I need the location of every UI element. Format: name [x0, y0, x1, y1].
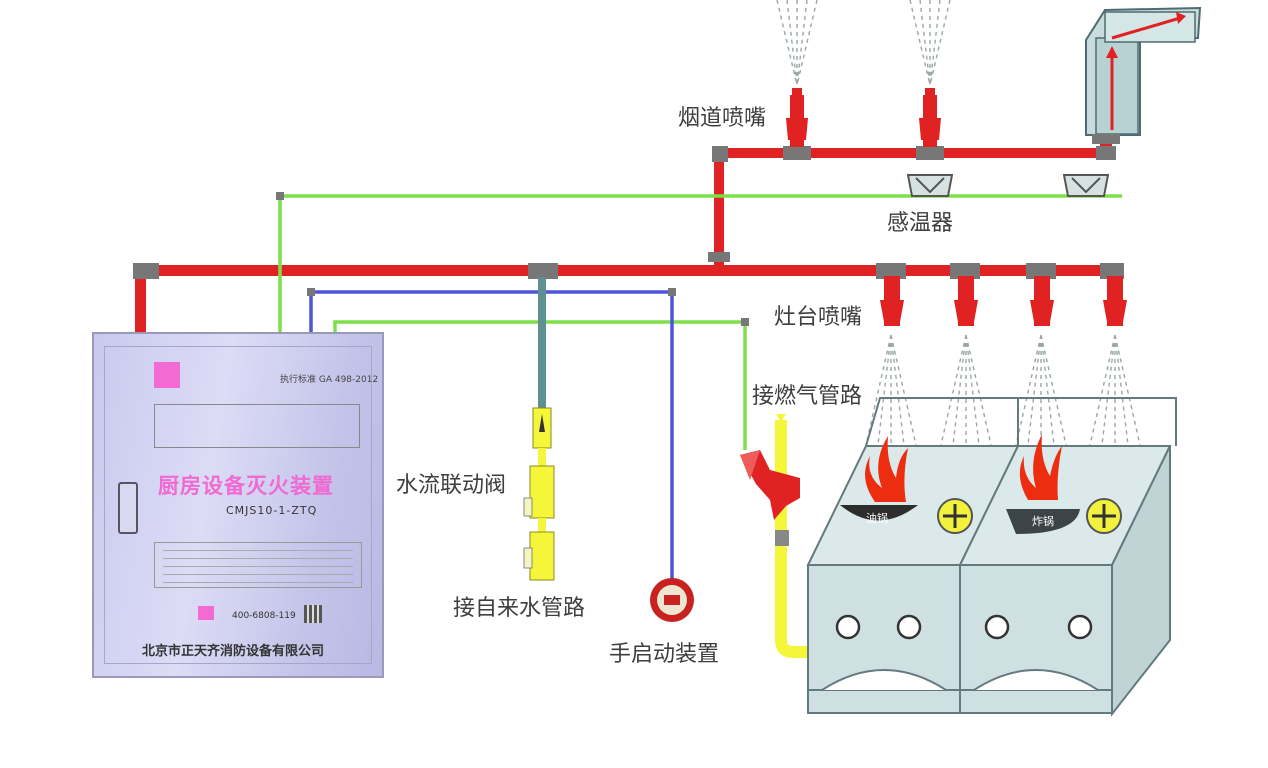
water-pipe: [523, 277, 555, 581]
label-water-valve: 水流联动阀: [396, 473, 507, 498]
flue-nozzles: [786, 88, 941, 147]
label-stove-nozzle: 灶台喷嘴: [774, 305, 863, 330]
cabinet-notes: [154, 542, 362, 588]
exhaust-duct: [1085, 6, 1202, 136]
temperature-sensors: [906, 174, 1110, 197]
qr-code-icon: [304, 605, 322, 623]
label-flue-nozzle: 烟道喷嘴: [678, 106, 767, 131]
sensor-line: [278, 194, 1122, 450]
cabinet-indicator-panel: [154, 404, 360, 448]
control-cabinet: 执行标准 GA 498-2012 厨房设备灭火装置 CMJS10-1-ZTQ 4…: [92, 332, 384, 678]
manual-control-line: [309, 290, 674, 585]
stove-spray-cones: [865, 334, 1141, 446]
cabinet-standard: 执行标准 GA 498-2012: [280, 375, 379, 385]
label-manual-start: 手启动装置: [609, 642, 720, 667]
gas-pipe: [740, 414, 808, 658]
sensor-line-joint: [276, 192, 284, 200]
brand-logo-icon: [154, 362, 180, 388]
flames: [865, 434, 1062, 502]
cabinet-company: 北京市正天齐消防设备有限公司: [142, 644, 325, 659]
control-line-joint: [307, 288, 315, 296]
flue-agent-pipe: [708, 134, 1120, 268]
label-tap-water-pipe: 接自来水管路: [453, 596, 586, 621]
pot-label-right: 炸锅: [1032, 515, 1054, 528]
control-line-joint-2: [668, 288, 676, 296]
manual-start-device: [650, 578, 694, 622]
stove-units: [806, 397, 1177, 717]
phone-logo-icon: [198, 606, 214, 620]
pots: [840, 505, 1080, 534]
main-agent-pipe: [133, 263, 1124, 333]
label-temp-sensor: 感温器: [887, 211, 954, 236]
cabinet-panel-border: [104, 346, 372, 664]
cabinet-phone: 400-6808-119: [232, 611, 296, 621]
stove-knobs: [835, 614, 1093, 640]
cabinet-model: CMJS10-1-ZTQ: [226, 504, 318, 517]
cabinet-title: 厨房设备灭火装置: [158, 474, 334, 498]
pot-label-left: 油锅: [866, 512, 888, 525]
gas-line-joint: [741, 318, 749, 326]
label-gas-pipe: 接燃气管路: [752, 384, 863, 409]
cabinet-handle[interactable]: [118, 482, 138, 534]
stove-nozzles: [880, 276, 1127, 326]
burners: [937, 498, 1122, 534]
flue-spray-cones: [776, 0, 951, 86]
